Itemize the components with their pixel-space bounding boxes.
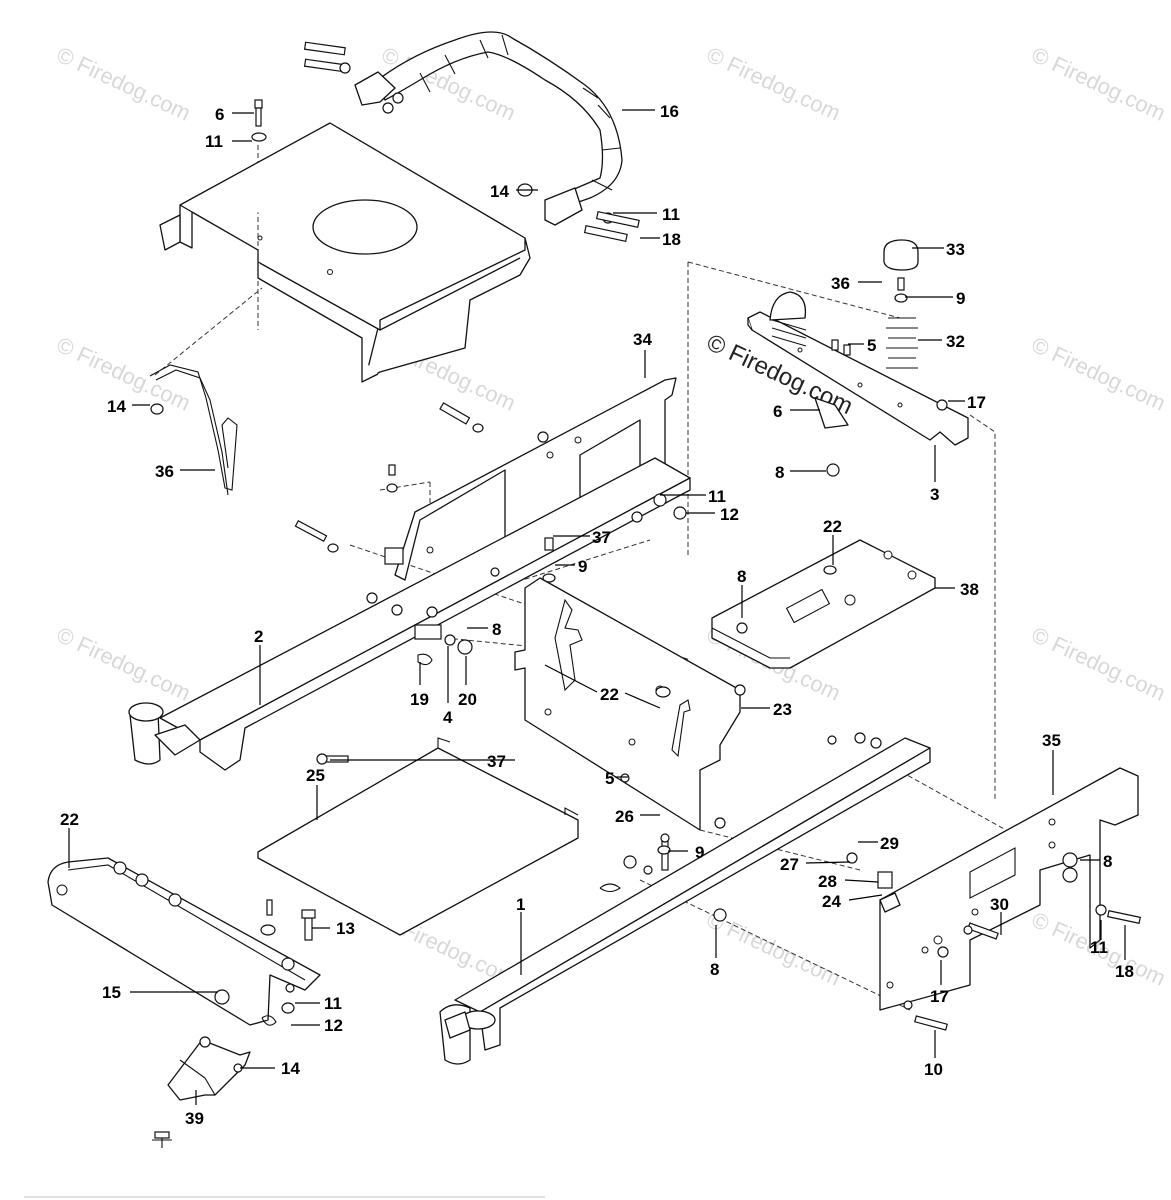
side-plate <box>846 767 1141 1031</box>
watermark-text: © Firedog.com <box>53 42 195 126</box>
callout-label: 8 <box>710 960 719 979</box>
callout-label: 19 <box>410 690 429 709</box>
callout-label: 11 <box>324 994 342 1013</box>
callout-label: 20 <box>458 690 477 709</box>
callout-label: 8 <box>492 620 501 639</box>
callout-label: 37 <box>487 752 506 771</box>
callout-label: 35 <box>1042 731 1061 750</box>
callout-label: 12 <box>720 505 739 524</box>
clip-group <box>414 537 556 666</box>
callout-label: 4 <box>443 708 453 727</box>
callout-label: 28 <box>818 872 837 891</box>
callout-label: 34 <box>633 330 652 349</box>
callout-label: 32 <box>946 332 965 351</box>
floor-plate <box>257 737 579 936</box>
watermark-text: © Firedog.com <box>1028 332 1170 416</box>
callout-label: 17 <box>930 987 949 1006</box>
frame-rail-right <box>439 732 931 1065</box>
callout-label: 8 <box>775 463 784 482</box>
callout-label: 24 <box>822 892 841 911</box>
callout-label: 22 <box>60 810 79 829</box>
step-bracket <box>47 857 321 1026</box>
callout-label: 8 <box>1103 852 1112 871</box>
callout-label: 6 <box>215 105 224 124</box>
callout-label: 13 <box>336 919 355 938</box>
callout-label: 33 <box>946 240 965 259</box>
callout-label: 22 <box>600 685 619 704</box>
callout-label: 25 <box>306 766 325 785</box>
callout-label: 14 <box>281 1059 300 1078</box>
callout-label: 29 <box>880 834 899 853</box>
callout-label: 11 <box>662 205 680 224</box>
callout-label: 2 <box>254 627 263 646</box>
bracket-23 <box>316 577 746 831</box>
callout-label: 38 <box>960 580 979 599</box>
callout-label: 9 <box>695 843 704 862</box>
callout-label: 18 <box>1115 962 1134 981</box>
bracket-39 <box>152 1036 251 1148</box>
callout-label: 23 <box>773 700 792 719</box>
callout-label: 5 <box>605 769 614 788</box>
callout-label: 1 <box>516 895 525 914</box>
callout-label: 8 <box>737 567 746 586</box>
callout-label: 5 <box>867 336 876 355</box>
washer-11 <box>251 132 267 142</box>
callout-label: 11 <box>708 487 726 506</box>
callout-label: 26 <box>615 807 634 826</box>
callout-label: 10 <box>924 1060 943 1079</box>
callout-label: 15 <box>102 983 121 1002</box>
watermark-text: © Firedog.com <box>53 622 195 706</box>
callout-label: 39 <box>185 1109 204 1128</box>
callout-label: 11 <box>1090 938 1108 957</box>
callout-label: 11 <box>205 132 223 151</box>
watermark-text: © Firedog.com <box>1028 622 1170 706</box>
callout-label: 9 <box>578 557 587 576</box>
callout-label: 17 <box>967 393 986 412</box>
spring-bracket <box>747 239 969 477</box>
leader-lines <box>68 109 1126 1105</box>
plate-38 <box>711 539 936 669</box>
callout-label: 36 <box>831 274 850 293</box>
callout-label: 6 <box>773 402 782 421</box>
callout-labels: 6 11 16 14 11 18 33 36 9 32 5 34 17 6 14… <box>60 102 1134 1128</box>
callout-label: 18 <box>662 230 681 249</box>
watermark-text: © Firedog.com <box>703 42 845 126</box>
bolt-7 <box>254 99 263 127</box>
frame-rail-left <box>128 457 691 771</box>
callout-label: 27 <box>780 855 799 874</box>
seat-pan <box>159 122 531 383</box>
watermark-text: © Firedog.com <box>1028 42 1170 126</box>
callout-label: 3 <box>930 485 939 504</box>
callout-label: 14 <box>490 182 509 201</box>
callout-label: 37 <box>592 528 611 547</box>
callout-label: 30 <box>990 895 1009 914</box>
callout-label: 14 <box>107 397 126 416</box>
seat-rod <box>149 364 238 496</box>
bracket-33 <box>384 377 677 581</box>
callout-label: 16 <box>660 102 679 121</box>
callout-label: 36 <box>155 462 174 481</box>
callout-label: 22 <box>823 517 842 536</box>
callout-label: 9 <box>956 289 965 308</box>
callout-label: 12 <box>324 1016 343 1035</box>
